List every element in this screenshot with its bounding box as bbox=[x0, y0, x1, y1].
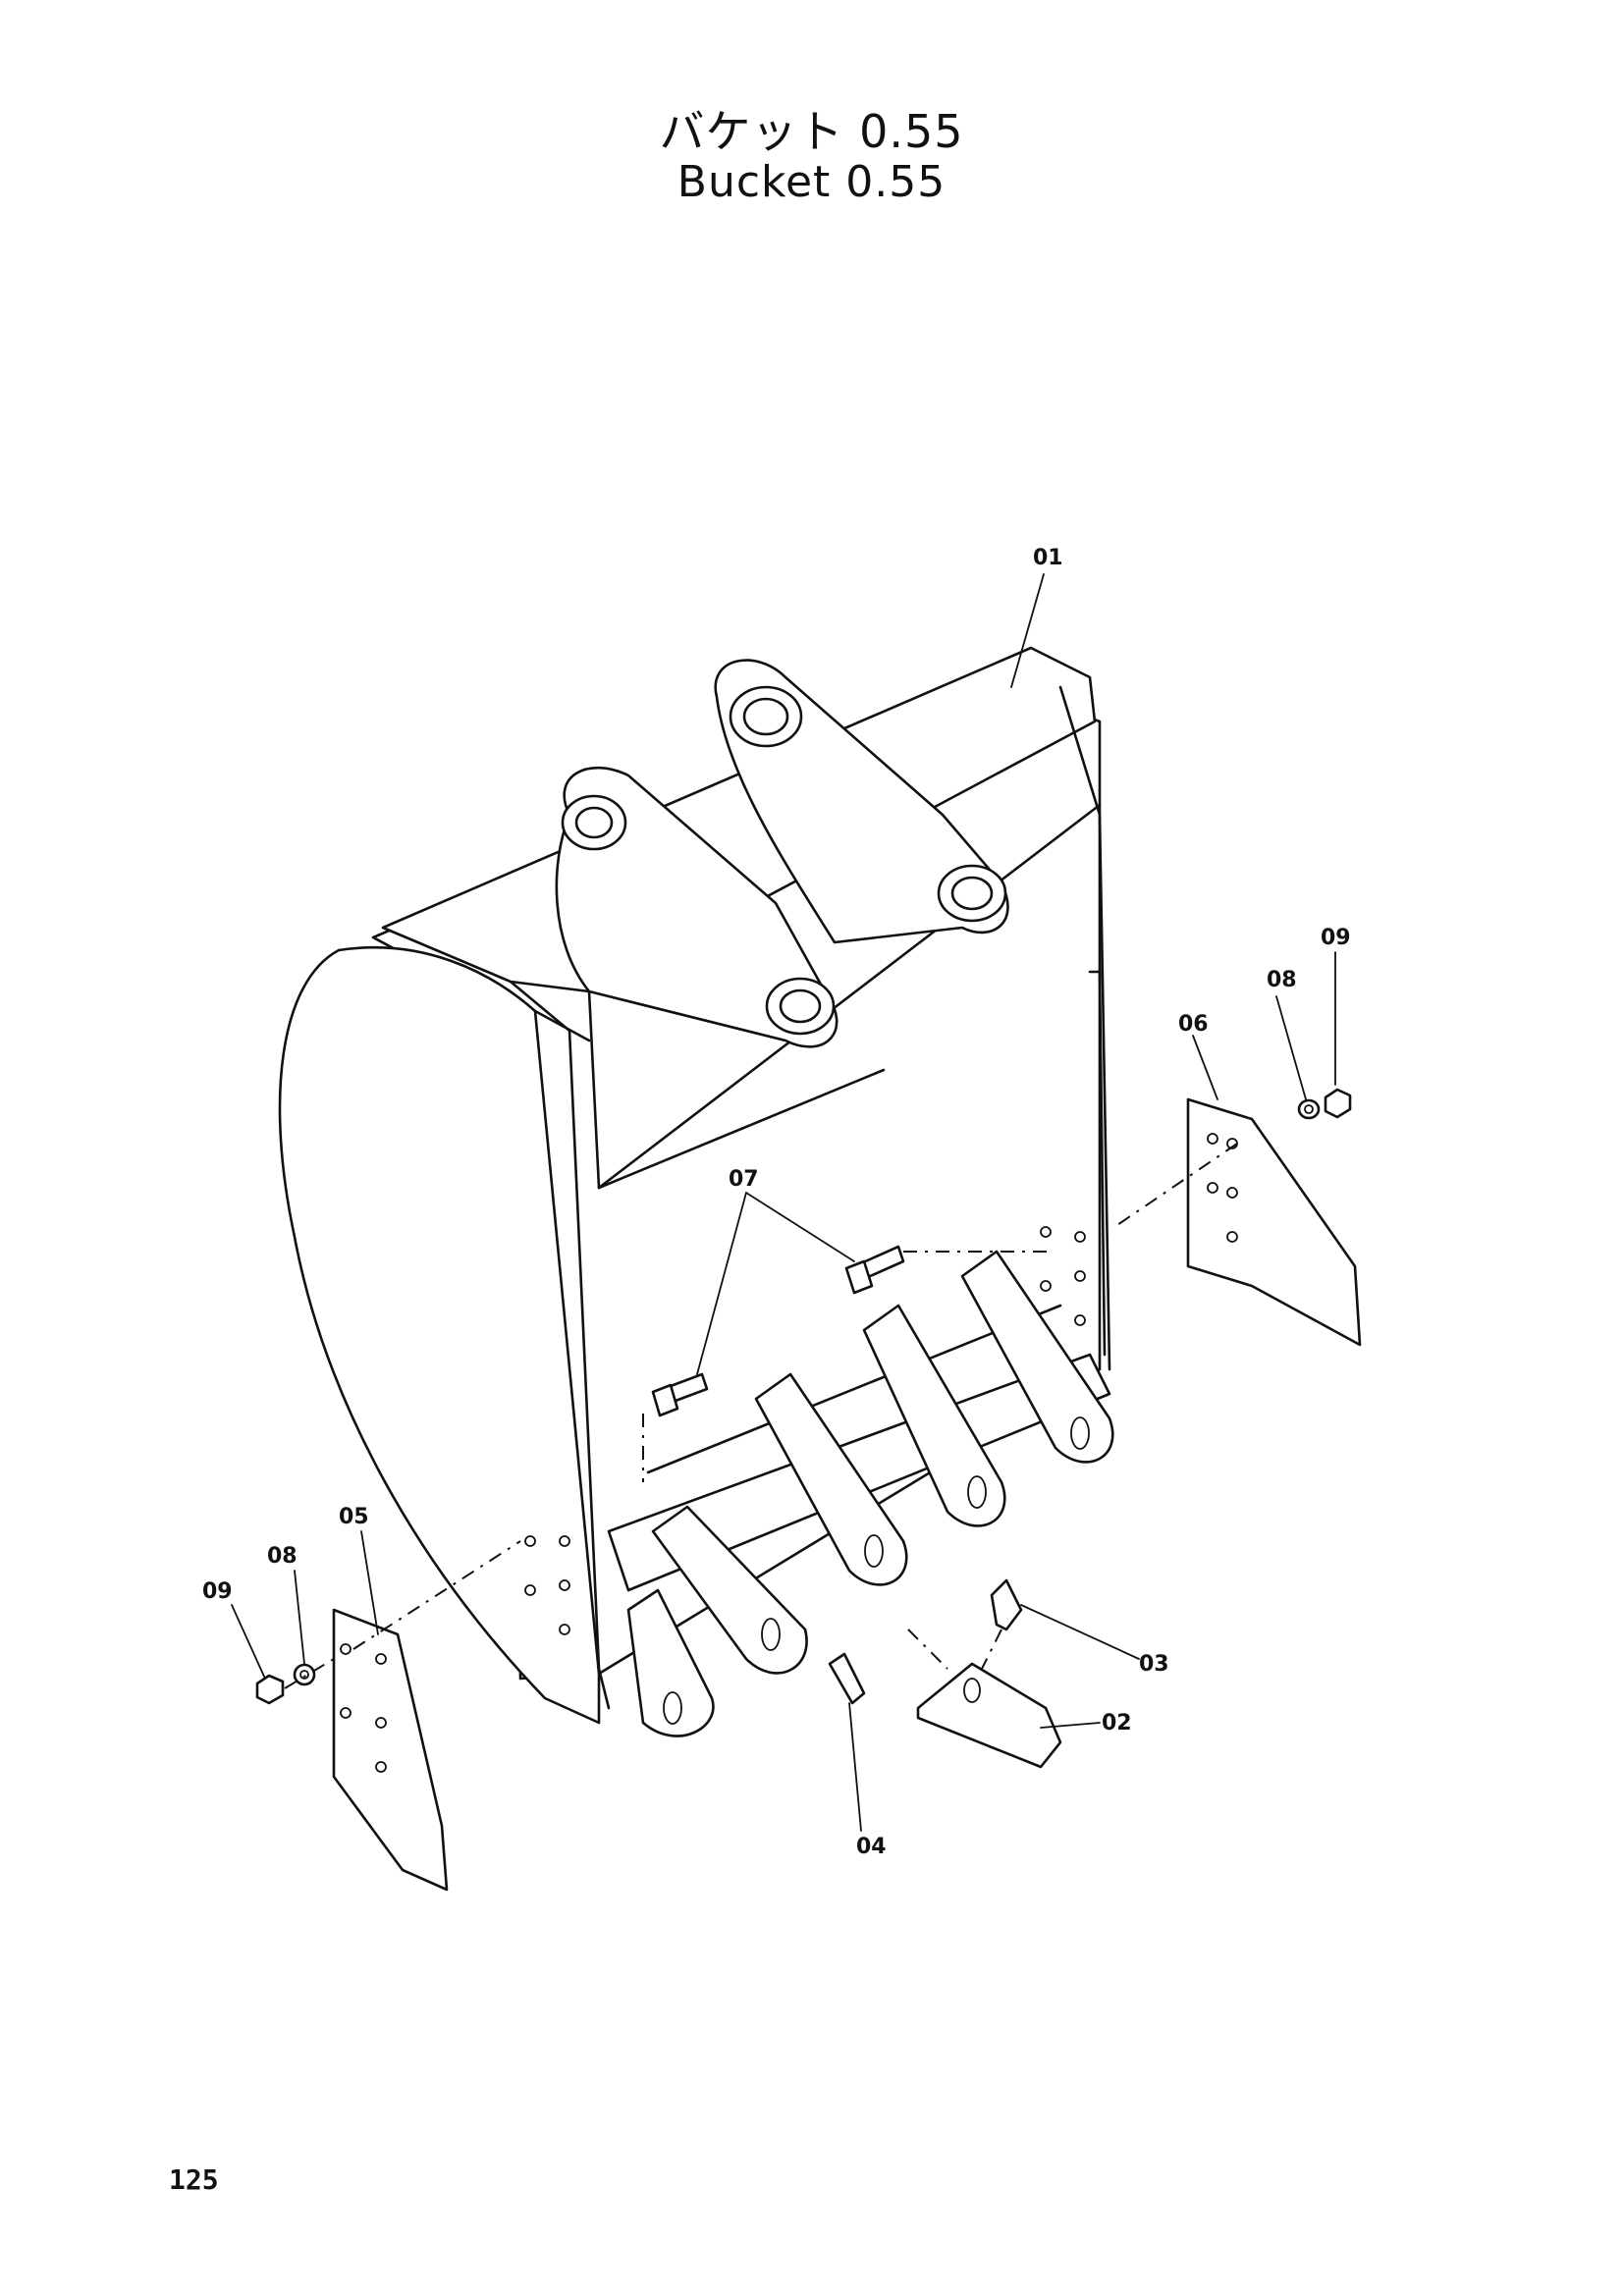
washer-left bbox=[293, 1663, 316, 1686]
lock-pin bbox=[990, 1578, 1023, 1631]
callout-03: 03 bbox=[1139, 1652, 1169, 1677]
title-japanese: バケット 0.55 bbox=[659, 105, 964, 158]
tooth-point bbox=[916, 1662, 1062, 1769]
callout-08-left: 08 bbox=[267, 1544, 298, 1569]
callout-08-right: 08 bbox=[1267, 968, 1297, 992]
nut-right bbox=[1324, 1088, 1352, 1119]
side-plate-holes-left bbox=[524, 1535, 570, 1635]
side-plate-holes-right bbox=[1040, 1226, 1086, 1326]
callout-01: 01 bbox=[1033, 546, 1063, 570]
leader-lines bbox=[231, 573, 1336, 1832]
callout-04: 04 bbox=[856, 1835, 887, 1859]
callout-09-left: 09 bbox=[202, 1579, 233, 1604]
bolt-lower bbox=[651, 1372, 709, 1417]
callout-06: 06 bbox=[1178, 1012, 1209, 1037]
callout-09-right: 09 bbox=[1321, 926, 1351, 950]
bolt-upper bbox=[844, 1245, 905, 1295]
page-number: 125 bbox=[169, 2163, 219, 2196]
callout-02: 02 bbox=[1102, 1711, 1132, 1735]
bucket-body bbox=[278, 646, 1111, 1725]
callout-05: 05 bbox=[339, 1505, 369, 1529]
callout-07: 07 bbox=[729, 1167, 759, 1192]
title-english: Bucket 0.55 bbox=[676, 157, 947, 207]
side-cutter-left bbox=[332, 1608, 449, 1892]
washer-right bbox=[1297, 1098, 1321, 1120]
side-cutter-right bbox=[1186, 1097, 1362, 1347]
bucket-teeth bbox=[626, 1250, 1114, 1737]
nut-left bbox=[255, 1674, 285, 1705]
lock-rubber bbox=[828, 1652, 866, 1705]
